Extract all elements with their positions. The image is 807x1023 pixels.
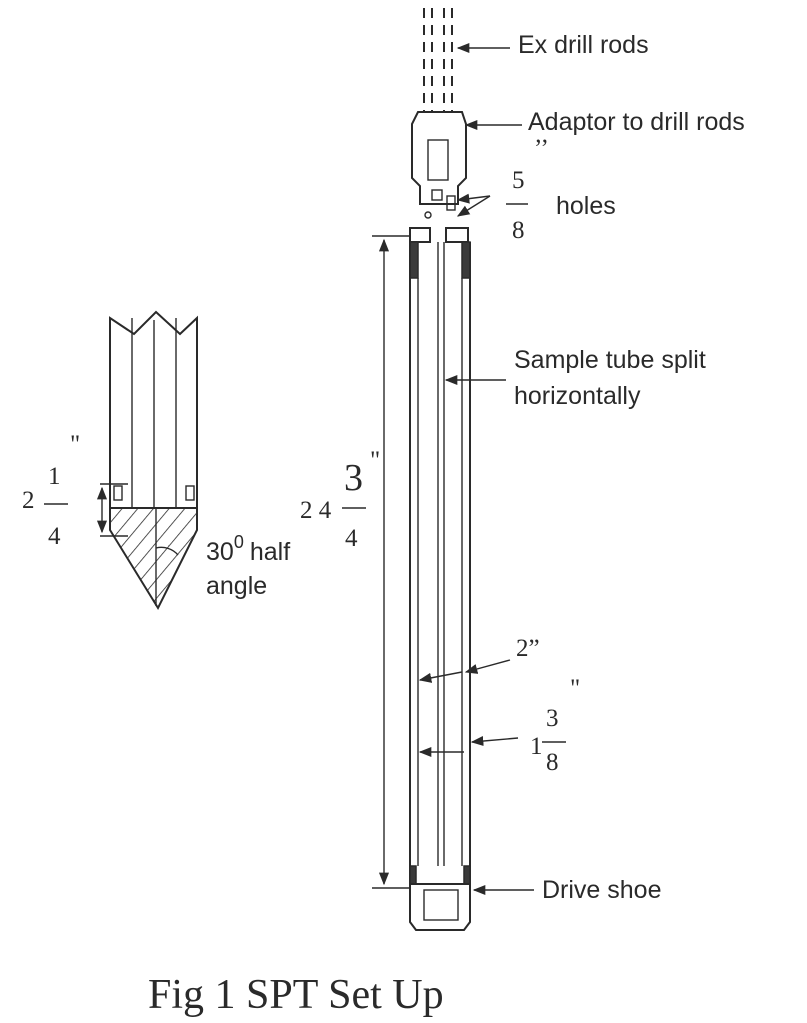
drive-shoe-label: Drive shoe xyxy=(542,876,662,904)
svg-text:3: 3 xyxy=(344,457,363,499)
drill-rods xyxy=(423,8,453,112)
svg-text:": " xyxy=(70,431,80,458)
sample-tube-label-2: horizontally xyxy=(514,382,641,410)
svg-text:’’: ’’ xyxy=(534,135,549,162)
figure-caption: Fig 1 SPT Set Up xyxy=(148,972,444,1018)
svg-text:angle: angle xyxy=(206,572,267,600)
shoe-length-fraction: 2 1 " 4 xyxy=(22,431,80,550)
leader-arrows xyxy=(418,42,534,896)
adaptor-label: Adaptor to drill rods xyxy=(528,108,745,136)
svg-text:": " xyxy=(370,447,380,474)
svg-text:3: 3 xyxy=(546,705,559,732)
tube-length-dimension xyxy=(372,235,410,889)
sample-tube xyxy=(409,227,471,885)
tube-length-fraction: 2 4 3 " 4 xyxy=(300,447,380,552)
holes-label: holes xyxy=(556,192,616,220)
svg-text:1: 1 xyxy=(48,463,61,490)
svg-text:1: 1 xyxy=(530,733,543,760)
svg-text:5: 5 xyxy=(512,167,525,194)
sample-tube-label-1: Sample tube split xyxy=(514,346,706,374)
inner-diameter-label: 2” xyxy=(516,635,540,662)
shoe-detail xyxy=(96,310,198,611)
svg-text:4: 4 xyxy=(48,523,61,550)
svg-text:4: 4 xyxy=(345,525,358,552)
svg-text:2: 2 xyxy=(22,487,35,514)
svg-text:8: 8 xyxy=(546,749,559,776)
outer-diameter-fraction: 1 3 " 8 xyxy=(530,675,580,776)
ex-drill-rods-label: Ex drill rods xyxy=(518,31,649,59)
adaptor xyxy=(411,111,467,219)
drive-shoe xyxy=(409,883,471,931)
holes-size-fraction: ’’ 5 8 xyxy=(506,135,549,244)
svg-text:8: 8 xyxy=(512,217,525,244)
svg-text:2 4: 2 4 xyxy=(300,497,332,524)
svg-text:": " xyxy=(570,675,580,702)
